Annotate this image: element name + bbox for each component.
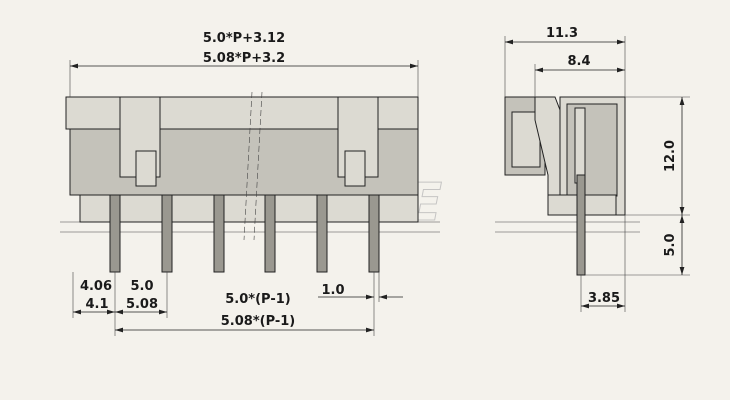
- pin: [316, 194, 328, 273]
- dim-edge-to-pin-b: 4.1: [85, 297, 108, 312]
- dim-pin-width: 1.0: [321, 283, 344, 298]
- pin: [368, 194, 380, 273]
- dim-pin-length: 5.0: [663, 233, 678, 256]
- dim-edge-to-pin-a: 4.06: [80, 279, 112, 294]
- pin: [264, 194, 276, 273]
- dim-depth-overall: 11.3: [546, 26, 578, 41]
- connector-feet: [79, 194, 419, 223]
- side-pin: [576, 174, 586, 276]
- pin: [161, 194, 173, 273]
- side-view: [495, 96, 640, 276]
- dim-pin-offset: 3.85: [588, 291, 620, 306]
- dim-overall-width-b: 5.08*P+3.2: [203, 51, 285, 66]
- dim-span-a: 5.0*(P-1): [225, 292, 290, 307]
- pins: [109, 194, 380, 273]
- pin: [109, 194, 121, 273]
- dim-pitch-b: 5.08: [126, 297, 158, 312]
- dim-pitch-a: 5.0: [130, 279, 153, 294]
- front-view: [60, 91, 440, 273]
- dim-span-b: 5.08*(P-1): [221, 314, 296, 329]
- dim-depth-inner: 8.4: [567, 54, 590, 69]
- dim-height: 12.0: [663, 140, 678, 172]
- dim-overall-width-a: 5.0*P+3.12: [203, 31, 285, 46]
- pin: [213, 194, 225, 273]
